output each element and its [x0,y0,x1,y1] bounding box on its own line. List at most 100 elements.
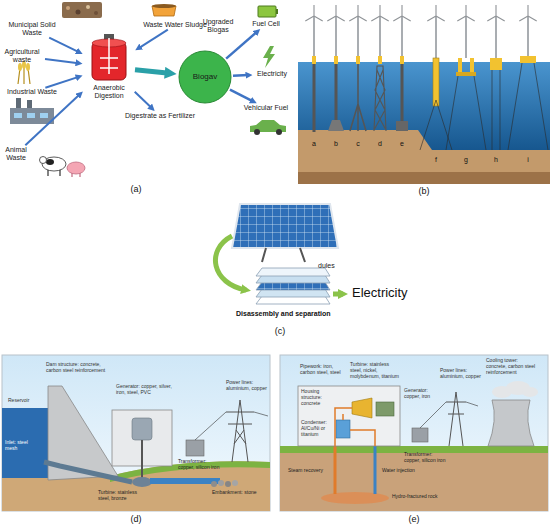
node-label: Animal Waste [0,146,32,162]
connector-arrow [135,70,169,74]
cooling-tower [488,400,534,446]
part-note: Inlet: steel mesh [5,440,41,452]
factory-icon [10,98,54,124]
panel-label: c [354,140,362,148]
solar-recycling [215,204,343,304]
part-note: Hydro-fractured rock [392,494,452,500]
node-label: Anaerobic Digestion [84,84,134,100]
panel-label: b [332,140,340,148]
chimney [27,100,32,108]
panel-ground [280,355,548,511]
part-note: Generator: copper, iron [404,388,440,400]
outflow [150,478,220,484]
fractured-zone [321,492,389,504]
hydropower-scene [2,355,270,511]
waste-bit [66,6,70,10]
panel-label: (a) [126,184,146,194]
pylon [446,392,466,446]
factory [10,108,54,124]
part-note: Housing structure: concrete [301,389,333,406]
cow-head [40,157,47,164]
grain [26,63,30,71]
legs [48,170,60,176]
rotor-blades [305,5,536,21]
part-note: Transformer: copper, silicon iron [178,459,224,471]
part-note: Water injection [382,468,424,474]
wheel [276,129,282,135]
wheel [254,129,260,135]
panel-label: a [310,140,318,148]
chimney [16,98,21,108]
process-node: Digestrate as Fertilizer [118,112,202,120]
connector-arrow [25,94,80,145]
waste-bit [86,5,90,9]
panel-label: (e) [404,514,424,524]
pig [67,162,85,174]
node-label: Fuel Cell [246,20,286,28]
window [14,113,22,118]
part-note: Reservoir [8,398,46,404]
injection-well [374,446,377,494]
monopiles [314,64,402,132]
output-arrow [333,292,343,297]
node-label: Industrial Waste [2,88,62,96]
turbine [352,398,372,418]
battery [258,6,276,17]
lightning-icon [263,46,275,68]
production-well [334,446,337,494]
part-note: Cooling tower: concrete, carbon steel re… [486,358,538,375]
panel-label: i [524,156,532,164]
solar-panel [232,204,338,248]
window [27,113,35,118]
node-label: Municipal Solid Waste [4,21,60,37]
spar-buoy [433,58,439,106]
panel-label: f [432,156,440,164]
part-note: Turbine: stainless steel, bronze [98,490,144,502]
panel-label: (b) [414,186,434,196]
steam [522,387,538,397]
process-node: Anaerobic Digestion [84,34,134,100]
sludge-tank-icon [152,4,176,16]
process-node: Fuel Cell [246,20,286,28]
rock [280,452,548,511]
window [40,113,48,118]
part-note: Dam structure: concrete, carbon steel re… [46,362,106,374]
panel-label: g [462,156,470,164]
node-label: Digestrate as Fertilizer [118,112,202,120]
pipework [335,408,375,446]
part-note: Pipework: iron, carbon steel, steel [300,364,348,376]
process-node: Waste Water Sludge [140,21,210,29]
legs [72,173,80,177]
part-note: Condenser: Al/Cu/Ni or titanium [301,420,333,437]
panel-label: Electricity [352,286,422,301]
panel-stand [262,248,305,262]
offshore-scene [298,5,550,184]
transition-pieces [314,56,402,64]
node-label: Agricultural waste [0,48,44,64]
panel-label: (c) [270,326,290,336]
connector-arrow [49,38,79,53]
panel-label: dules [318,262,348,270]
turbine [132,477,152,487]
digester-tank [92,34,126,80]
pylon [226,400,254,462]
tripod [350,64,366,131]
connector-arrow [226,32,257,59]
connector-arrow [230,90,253,102]
node-label: Biogav [193,72,217,81]
process-node: Industrial Waste [2,88,62,96]
process-node: Animal Waste [0,146,32,162]
stone [225,481,231,487]
panel-label: (d) [126,514,146,524]
panel-label: h [492,156,500,164]
panel-label: Disassembly and separation [236,310,366,318]
power-line [195,412,268,440]
grain [18,63,22,71]
semisub-column [470,58,474,74]
panel-ground [2,355,270,511]
node-label: Waste Water Sludge [140,21,210,29]
part-note: Steam recovery [288,468,330,474]
